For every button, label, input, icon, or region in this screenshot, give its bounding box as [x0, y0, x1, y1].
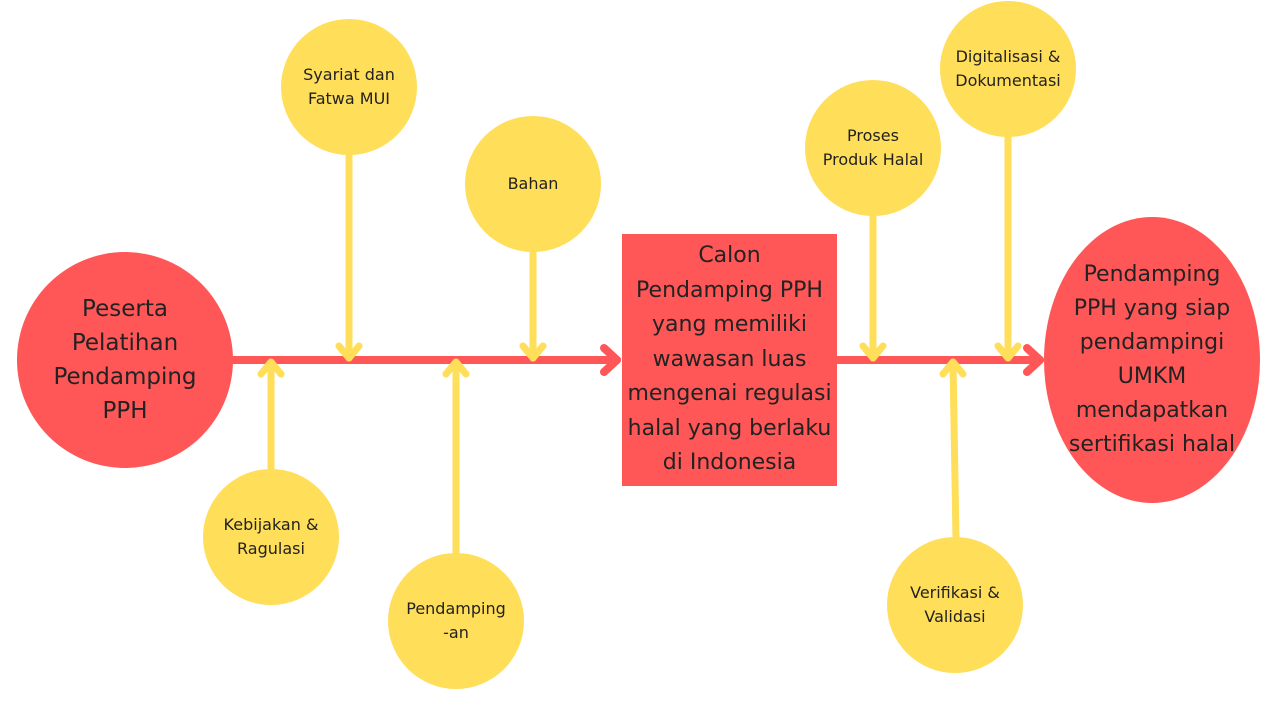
- factor-label: Bahan: [507, 174, 559, 193]
- arrow-pendampingan: [442, 358, 470, 560]
- factor-proses: Proses Produk Halal: [805, 80, 941, 216]
- factor-bahan: Bahan: [465, 116, 601, 252]
- arrow-proses: [859, 206, 887, 362]
- factor-kebijakan: Kebijakan & Ragulasi: [203, 469, 339, 605]
- factor-pendampingan: Pendamping -an: [388, 553, 524, 689]
- factor-label: Kebijakan & Ragulasi: [223, 515, 319, 558]
- factor-verifikasi: Verifikasi & Validasi: [887, 537, 1023, 673]
- main-arrowhead-2: [1023, 344, 1044, 376]
- arrow-verifikasi: [939, 358, 967, 544]
- arrow-digitalisasi: [994, 128, 1022, 362]
- arrow-syariat: [335, 146, 363, 362]
- factor-label: Digitalisasi & Dokumentasi: [955, 47, 1061, 90]
- arrow-bahan: [519, 241, 547, 362]
- factor-label: Verifikasi & Validasi: [910, 583, 1000, 626]
- factor-label: Proses Produk Halal: [822, 126, 924, 169]
- factor-digitalisasi: Digitalisasi & Dokumentasi: [940, 1, 1076, 137]
- arrow-kebijakan: [257, 358, 285, 476]
- factor-label: Syariat dan Fatwa MUI: [303, 65, 395, 108]
- factor-label: Pendamping -an: [406, 599, 506, 642]
- start-node: Peserta Pelatihan Pendamping PPH: [17, 252, 233, 468]
- main-arrowhead-1: [600, 344, 621, 376]
- start-label: Peserta Pelatihan Pendamping PPH: [53, 296, 197, 424]
- end-label: Pendamping PPH yang siap pendampingi UMK…: [1068, 262, 1236, 457]
- middle-label: Calon Pendamping PPH yang memiliki wawas…: [627, 243, 832, 476]
- factor-syariat: Syariat dan Fatwa MUI: [281, 19, 417, 155]
- end-node: Pendamping PPH yang siap pendampingi UMK…: [1044, 217, 1260, 503]
- middle-node: Calon Pendamping PPH yang memiliki wawas…: [622, 234, 837, 486]
